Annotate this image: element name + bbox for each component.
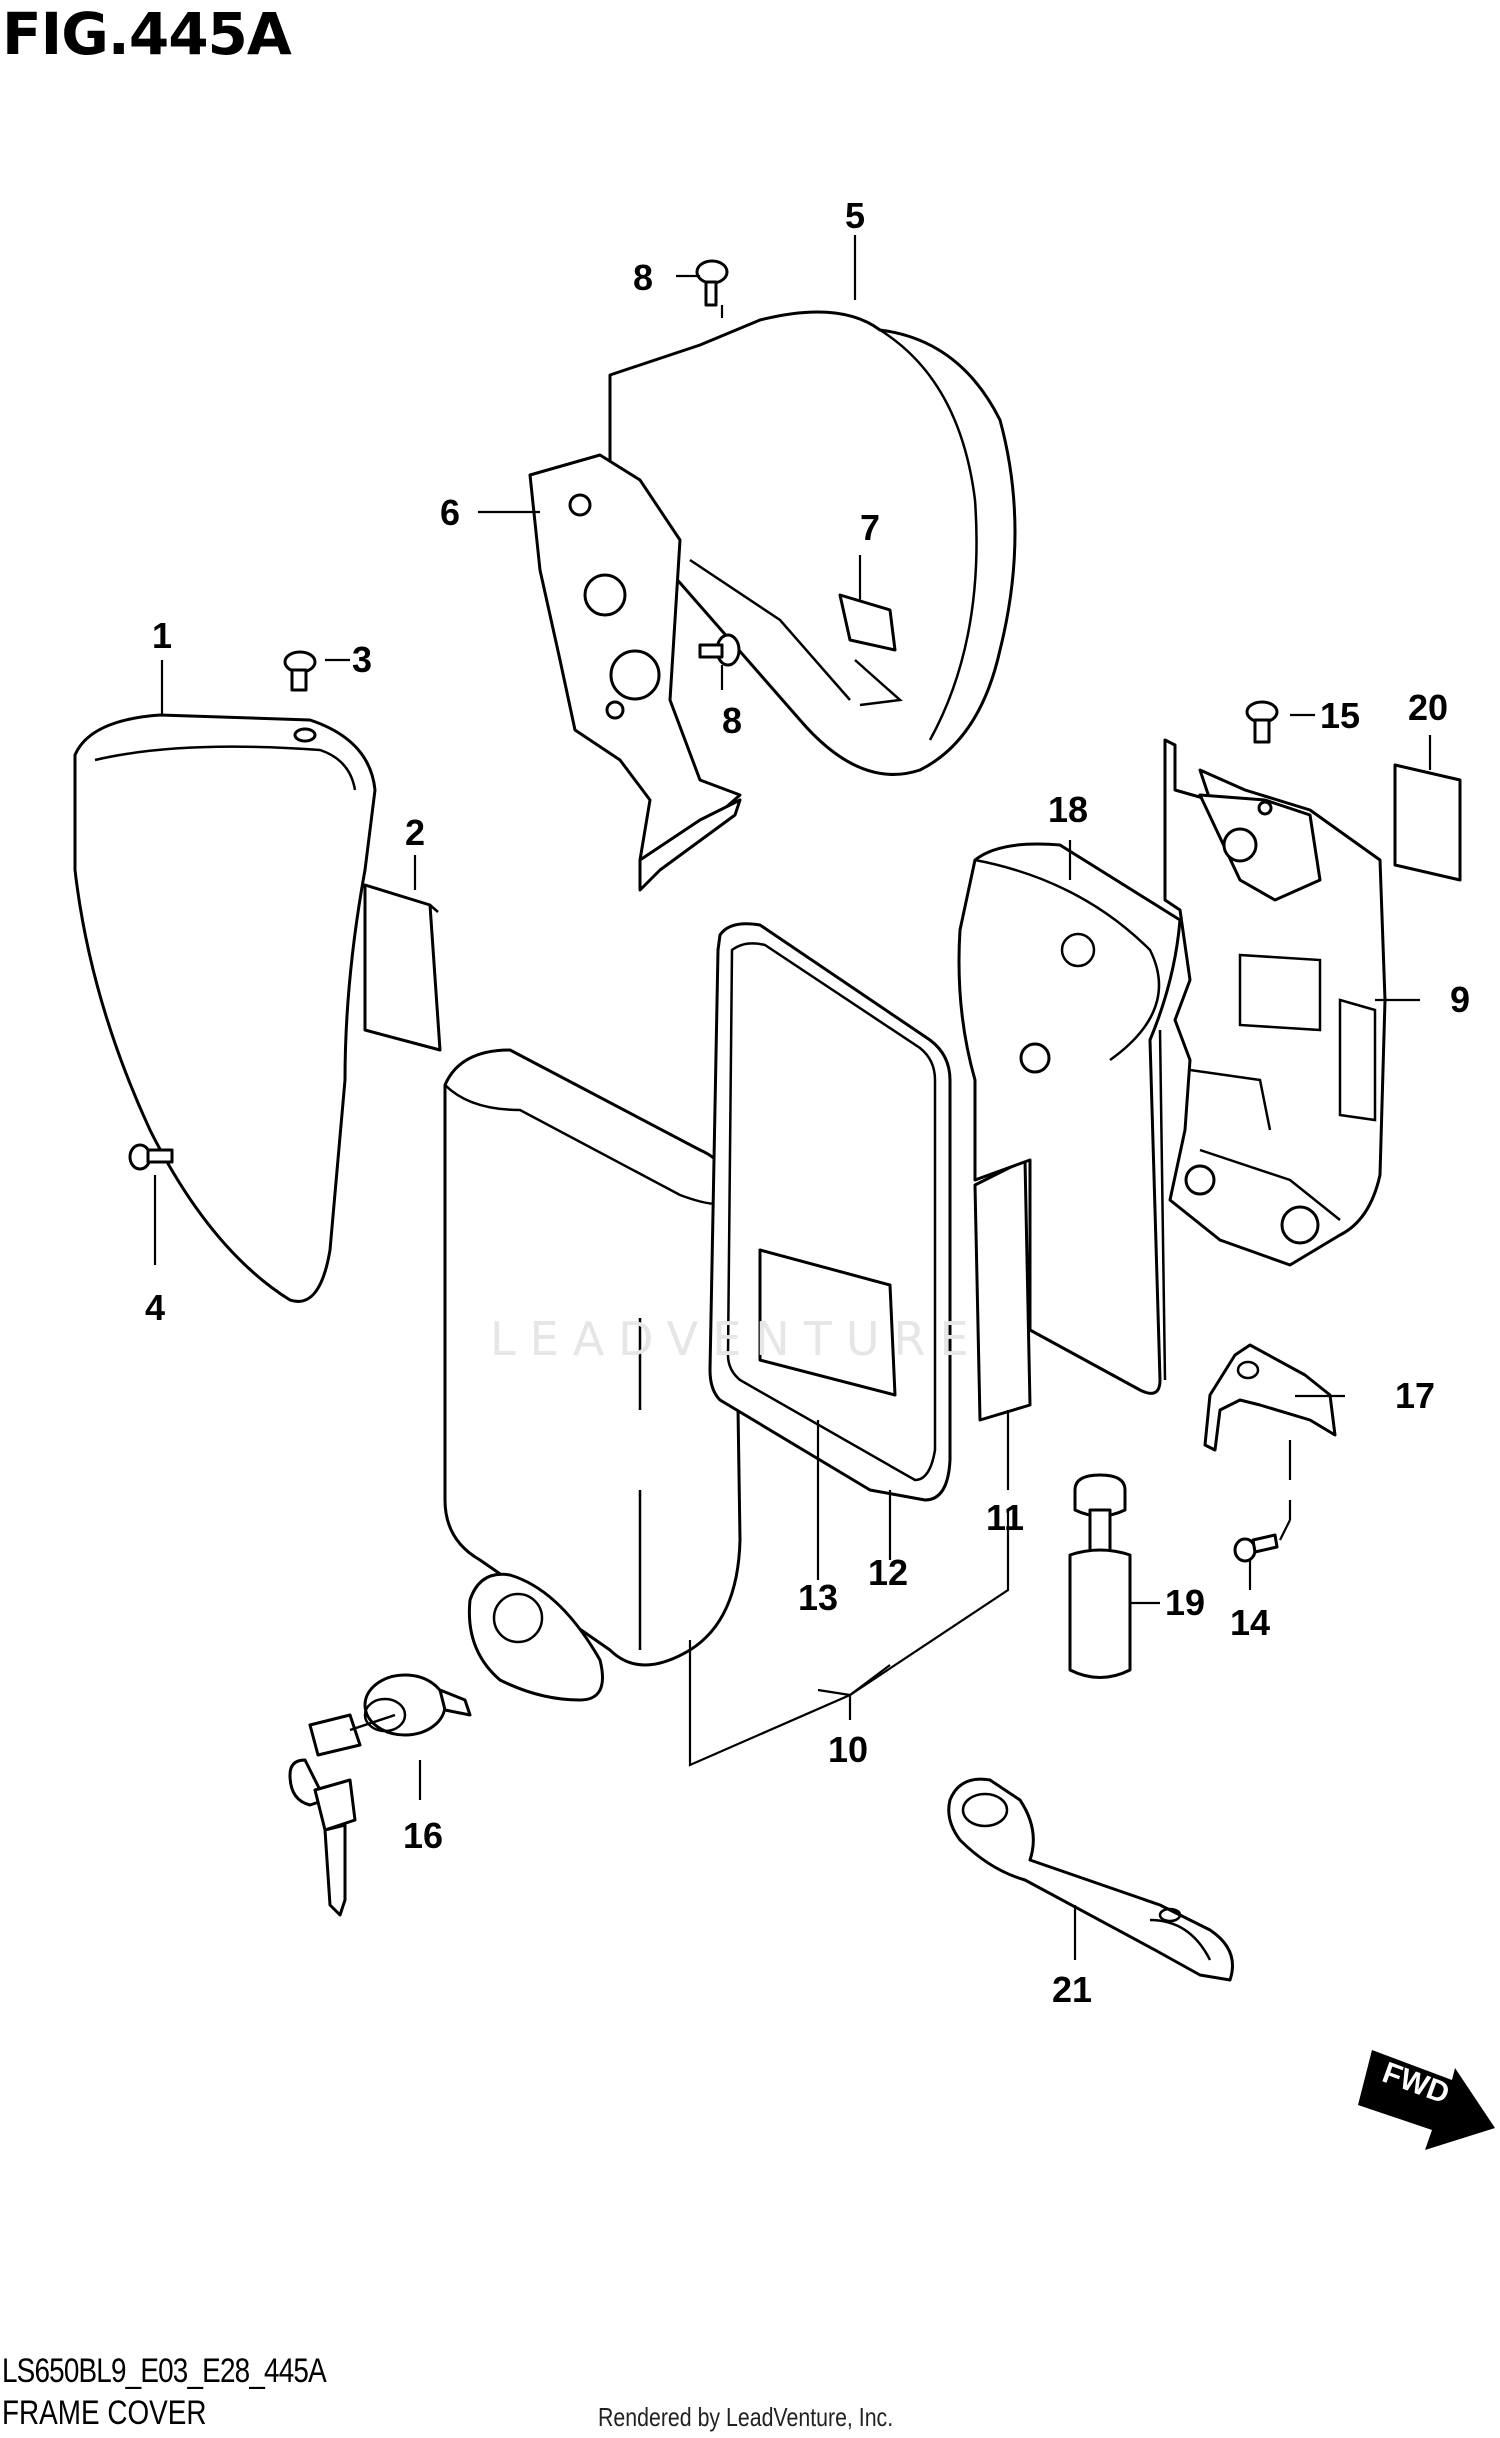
leader-lines: [153, 235, 1432, 1960]
figure-caption: FRAME COVER: [2, 2394, 207, 2432]
part-2-cushion: [363, 883, 442, 1052]
part-20-label: [1393, 763, 1462, 882]
part-3-screw: [283, 650, 317, 692]
part-19-pin: [1068, 1473, 1132, 1679]
callout-14: 14: [1230, 1602, 1270, 1643]
figure-title: FIG.445A: [2, 0, 292, 68]
part-1-left-cover: [73, 713, 377, 1303]
callout-labels: 1 2 3 4 5 6 7 8 8 9 10 11 12 13 14 15 16…: [145, 195, 1470, 2010]
callout-5: 5: [845, 195, 865, 236]
callout-18: 18: [1048, 789, 1088, 830]
callout-8-upper: 8: [633, 257, 653, 298]
part-15-screw: [1245, 700, 1279, 744]
part-16-lock-set: [288, 1572, 604, 1917]
callout-6: 6: [440, 492, 460, 533]
rendered-by-credit: Rendered by LeadVenture, Inc.: [598, 2402, 894, 2432]
part-11-label: [973, 1158, 1032, 1422]
part-13-label: [758, 1248, 897, 1397]
callout-2: 2: [405, 812, 425, 853]
callout-3: 3: [352, 639, 372, 680]
callout-1: 1: [152, 615, 172, 656]
part-18-cover: [957, 842, 1182, 1395]
callout-10: 10: [828, 1729, 868, 1770]
drawing-code: LS650BL9_E03_E28_445A: [2, 2352, 327, 2390]
callout-19: 19: [1165, 1582, 1205, 1623]
part-8-screw-lower: [698, 633, 741, 667]
callout-16: 16: [403, 1815, 443, 1856]
part-8-screw-upper: [695, 259, 729, 307]
part-14-screw: [1233, 1533, 1279, 1563]
part-12-seal: [708, 922, 952, 1502]
callout-11: 11: [986, 1497, 1024, 1538]
part-17-clip: [1203, 1343, 1337, 1452]
watermark: LEADVENTURE: [490, 1312, 983, 1366]
fwd-arrow: FWD: [1358, 2050, 1495, 2150]
callout-20: 20: [1408, 687, 1448, 728]
callout-15: 15: [1320, 695, 1360, 736]
callout-4: 4: [145, 1287, 165, 1328]
part-9-tray-bracket: [1163, 738, 1387, 1267]
callout-9: 9: [1450, 979, 1470, 1020]
part-4-screw: [128, 1143, 174, 1171]
part-5-upper-cover: [608, 310, 1017, 776]
callout-7: 7: [860, 507, 880, 548]
callout-13: 13: [798, 1577, 838, 1618]
part-10-right-cover: [443, 1048, 742, 1667]
part-6-bracket: [528, 453, 742, 892]
callout-17: 17: [1395, 1375, 1435, 1416]
part-21-box-wrench: [947, 1777, 1234, 1982]
callout-21: 21: [1052, 1969, 1092, 2010]
callout-8-lower: 8: [722, 700, 742, 741]
callout-12: 12: [868, 1552, 908, 1593]
